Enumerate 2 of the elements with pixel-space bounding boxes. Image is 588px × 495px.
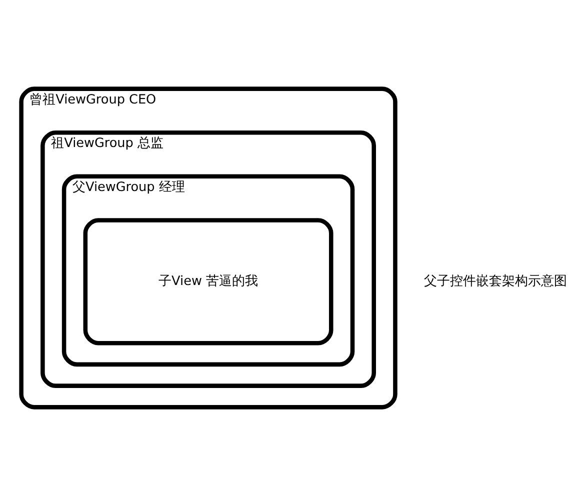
label: 父子控件嵌套架构示意图 xyxy=(424,273,568,288)
node-box: 子View 苦逼的我 xyxy=(83,218,334,345)
